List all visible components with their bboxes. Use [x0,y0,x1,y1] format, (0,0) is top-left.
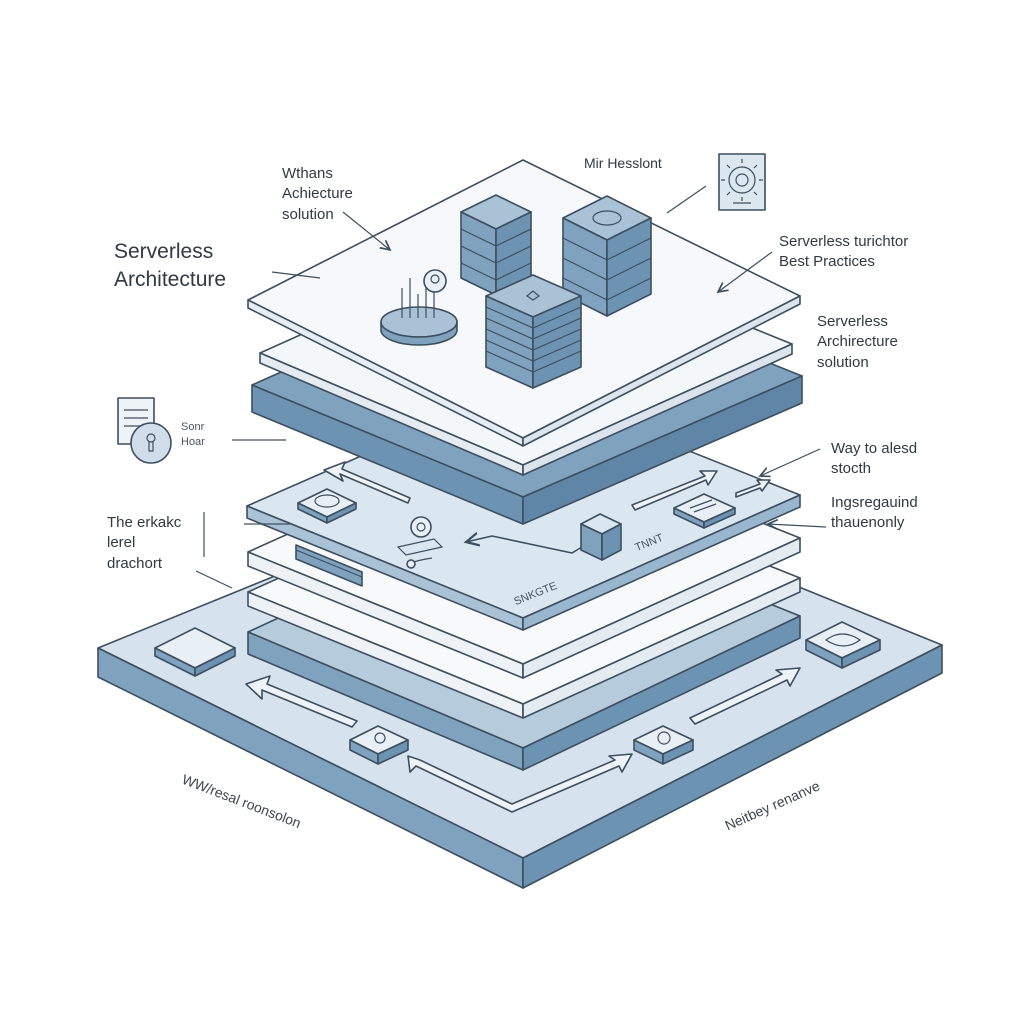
title-line-2: Architecture [114,268,227,292]
callout-line: Serverless [817,313,888,330]
callout-line: Ingsregauind [831,494,918,511]
callout-line: Wthans [282,165,333,182]
callout-right-1: Serverless turichtor Best Practices [779,232,908,273]
database-icon [562,195,652,317]
callout-line: Serverless turichtor [779,233,909,250]
callout-left-doc: Sonr Hoar [181,420,205,450]
callout-line: thauenonly [831,514,905,532]
callout-right-4: Ingsregauind thauenonly [831,493,918,534]
title-line-1: Serverless [114,240,214,263]
callout-line: Mir Hesslont [584,155,662,171]
base-node-icon-right [805,621,881,669]
callout-line: Achiecture [282,185,353,203]
callout-line: drachort [107,554,163,572]
callout-left-mid: The erkakc lerel drachort [107,513,181,574]
callout-line: stocth [831,460,872,478]
callout-line: Sonr [181,421,205,433]
base-node-icon-center [349,725,409,765]
server-stack-front-icon [485,274,582,389]
callout-line: solution [282,205,334,223]
diagram-title: Serverless Architecture [114,238,226,295]
leader-lines [195,185,827,589]
callout-line: lerel [107,534,136,552]
callout-line: Best Practices [779,253,875,271]
callout-line: The erkakc [107,514,182,531]
callout-top-left: Wthans Achiecture solution [282,164,353,225]
callout-right-3: Way to alesd stocth [831,439,917,480]
gear-document-icon [718,153,766,211]
base-node-icon-right-center [633,725,694,765]
callout-line: Way to alesd [831,440,918,457]
callout-top-center: Mir Hesslont [584,154,662,173]
function-hub-icon [380,269,458,346]
lock-document-icon [117,397,172,464]
base-flow-arrows [245,667,801,813]
callout-line: Archirecture [817,333,898,351]
callout-right-2: Serverless Archirecture solution [817,312,898,373]
callout-line: Hoar [181,435,205,448]
base-node-icon-left [154,627,236,677]
callout-line: solution [817,353,869,371]
